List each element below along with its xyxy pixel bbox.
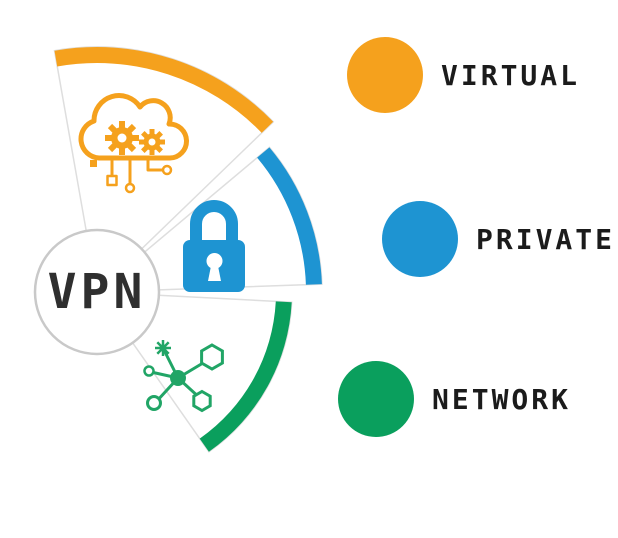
hub-label: VPN bbox=[48, 264, 147, 320]
padlock-icon bbox=[183, 200, 245, 292]
hub-circle bbox=[33, 228, 161, 356]
legend-item-virtual: VIRTUAL bbox=[347, 37, 580, 113]
network-label: NETWORK bbox=[432, 382, 572, 416]
private-label: PRIVATE bbox=[476, 222, 616, 256]
private-dot bbox=[382, 201, 458, 277]
wedge-virtual-band bbox=[54, 46, 274, 133]
legend-item-network: NETWORK bbox=[338, 361, 571, 437]
wedge-network-band bbox=[199, 301, 292, 452]
legend-item-private: PRIVATE bbox=[382, 201, 615, 277]
network-nodes-icon bbox=[143, 340, 224, 413]
wedge-private-band bbox=[257, 147, 322, 285]
virtual-label: VIRTUAL bbox=[441, 58, 581, 92]
cloud-gears-icon bbox=[78, 93, 189, 194]
network-dot bbox=[338, 361, 414, 437]
virtual-dot bbox=[347, 37, 423, 113]
